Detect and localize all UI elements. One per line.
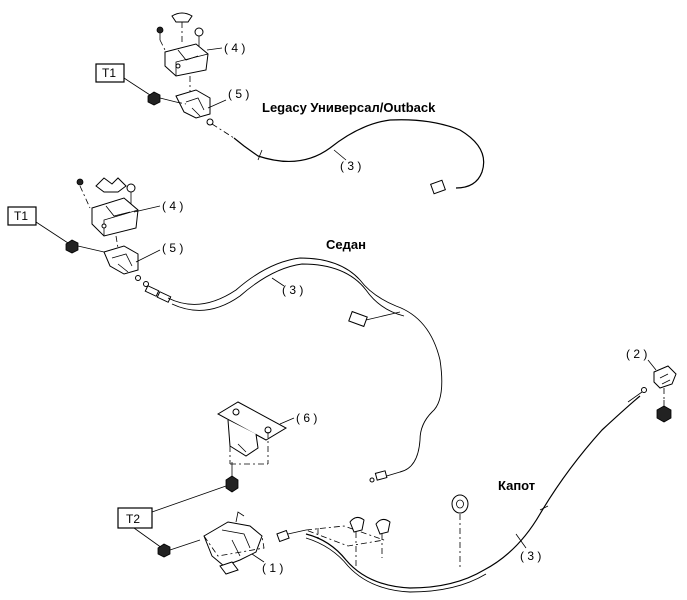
callout-3-wagon: ( 3 ) [340,159,361,173]
wagon-screw-right [194,27,204,46]
sedan-cable-lower [171,263,405,317]
lever-bracket-6: ( 6 ) [216,401,317,493]
sedan-cable-end-c [348,310,368,328]
bracket-bolt [225,462,239,493]
sedan-cable-end-a [144,285,160,297]
sedan-lever-bracket [103,245,139,275]
wagon-screw-left [156,26,167,53]
hood-cable-grommet [451,494,469,514]
wagon-cable-end [430,179,446,195]
callout-2: ( 2 ) [626,347,647,361]
callout-6: ( 6 ) [296,411,317,425]
hood-cable-assembly: ( 3 ) Капот [276,387,647,593]
sedan-screw-left [76,178,91,209]
hood-cable-lever-end [276,529,290,543]
torque-box-t1-sedan [7,206,37,226]
torque-label-t2: T2 [126,512,140,526]
torque-box-t1-wagon [95,63,125,83]
wagon-cable [233,119,485,189]
hood-cable [305,395,641,589]
wagon-lever-bracket [175,89,211,119]
sedan-knob [95,177,127,193]
sedan-cable-hood-end [374,470,388,481]
hood-lock [653,365,677,389]
callout-3-sedan: ( 3 ) [282,283,303,297]
cable-clip-b [375,518,391,535]
callout-1: ( 1 ) [262,561,283,575]
callout-4-sedan: ( 4 ) [162,199,183,213]
leader-2 [647,359,657,371]
lever-bolt-t2 [157,539,201,558]
sedan-screw-right [126,183,136,204]
cable-clip-a [349,516,365,533]
wagon-assembly: ( 4 ) ( 5 ) T1 ( 3 ) Legacy Универсал/Ou… [95,12,485,195]
leader-4b [133,205,161,213]
torque-label-t1-wagon: T1 [102,66,116,80]
callout-5-sedan: ( 5 ) [162,241,183,255]
sedan-section-title: Седан [326,237,366,252]
torque-box-t2 [117,507,153,529]
hood-section-title: Капот [498,478,535,493]
callout-4-wagon: ( 4 ) [224,41,245,55]
torque-label-t1-sedan: T1 [14,209,28,223]
wagon-bolt [147,91,187,106]
leader-5b [135,249,161,263]
leader-6 [279,417,295,425]
callout-3-hood: ( 3 ) [520,549,541,563]
sedan-cable-lower-run [379,305,443,479]
leader-3b [271,277,285,287]
leader-3c [515,533,527,549]
hood-release-lever [203,521,263,567]
sedan-assembly: ( 4 ) ( 5 ) T1 ( 3 ) Седан [7,177,443,483]
sedan-cable-end-b [156,291,172,303]
leader-1 [251,553,265,563]
hood-lever-assembly: T2 ( 1 ) [117,485,283,575]
leader-4a [206,47,223,51]
wagon-knob [171,12,193,23]
leader-3a [333,149,347,161]
callout-5-wagon: ( 5 ) [228,87,249,101]
sedan-cable-upper [167,257,397,307]
hood-lock-bolt [656,400,672,423]
wagon-section-title: Legacy Универсал/Outback [262,100,436,115]
hood-lock-assembly: ( 2 ) [626,347,677,423]
sedan-bolt [65,239,105,254]
leader-5a [207,99,227,109]
